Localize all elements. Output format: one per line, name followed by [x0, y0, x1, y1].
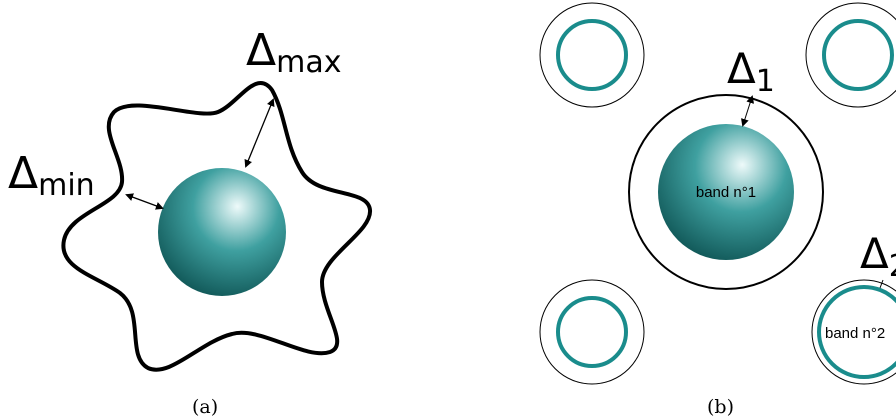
- wavy-boundary: [61, 81, 372, 372]
- caption-a: (a): [192, 396, 218, 418]
- delta-2-arrow: [879, 279, 884, 289]
- panel-b: Δ1 Δ2 band n°1 band n°2 (b): [539, 2, 896, 418]
- sphere-b: [658, 124, 794, 260]
- delta-1-arrow: [741, 95, 754, 127]
- caption-b: (b): [707, 396, 734, 418]
- small-band-top-left: [539, 2, 645, 108]
- small-band-top-right: [805, 2, 896, 108]
- sphere-a: [158, 168, 286, 296]
- delta-2-label: Δ2: [860, 229, 896, 284]
- delta-1-label: Δ1: [727, 44, 775, 99]
- delta-max-label: Δmax: [246, 25, 341, 80]
- small-band-bottom-right: [811, 279, 896, 385]
- band-2-label: band n°2: [825, 325, 885, 342]
- delta-max-arrow: [244, 98, 275, 168]
- delta-min-arrow: [125, 193, 164, 210]
- big-band-outline: [628, 94, 824, 290]
- band-1-label: band n°1: [696, 184, 756, 201]
- small-band-bottom-left: [539, 279, 645, 385]
- panel-a: Δmax Δmin (a): [8, 25, 372, 418]
- delta-min-label: Δmin: [8, 148, 95, 203]
